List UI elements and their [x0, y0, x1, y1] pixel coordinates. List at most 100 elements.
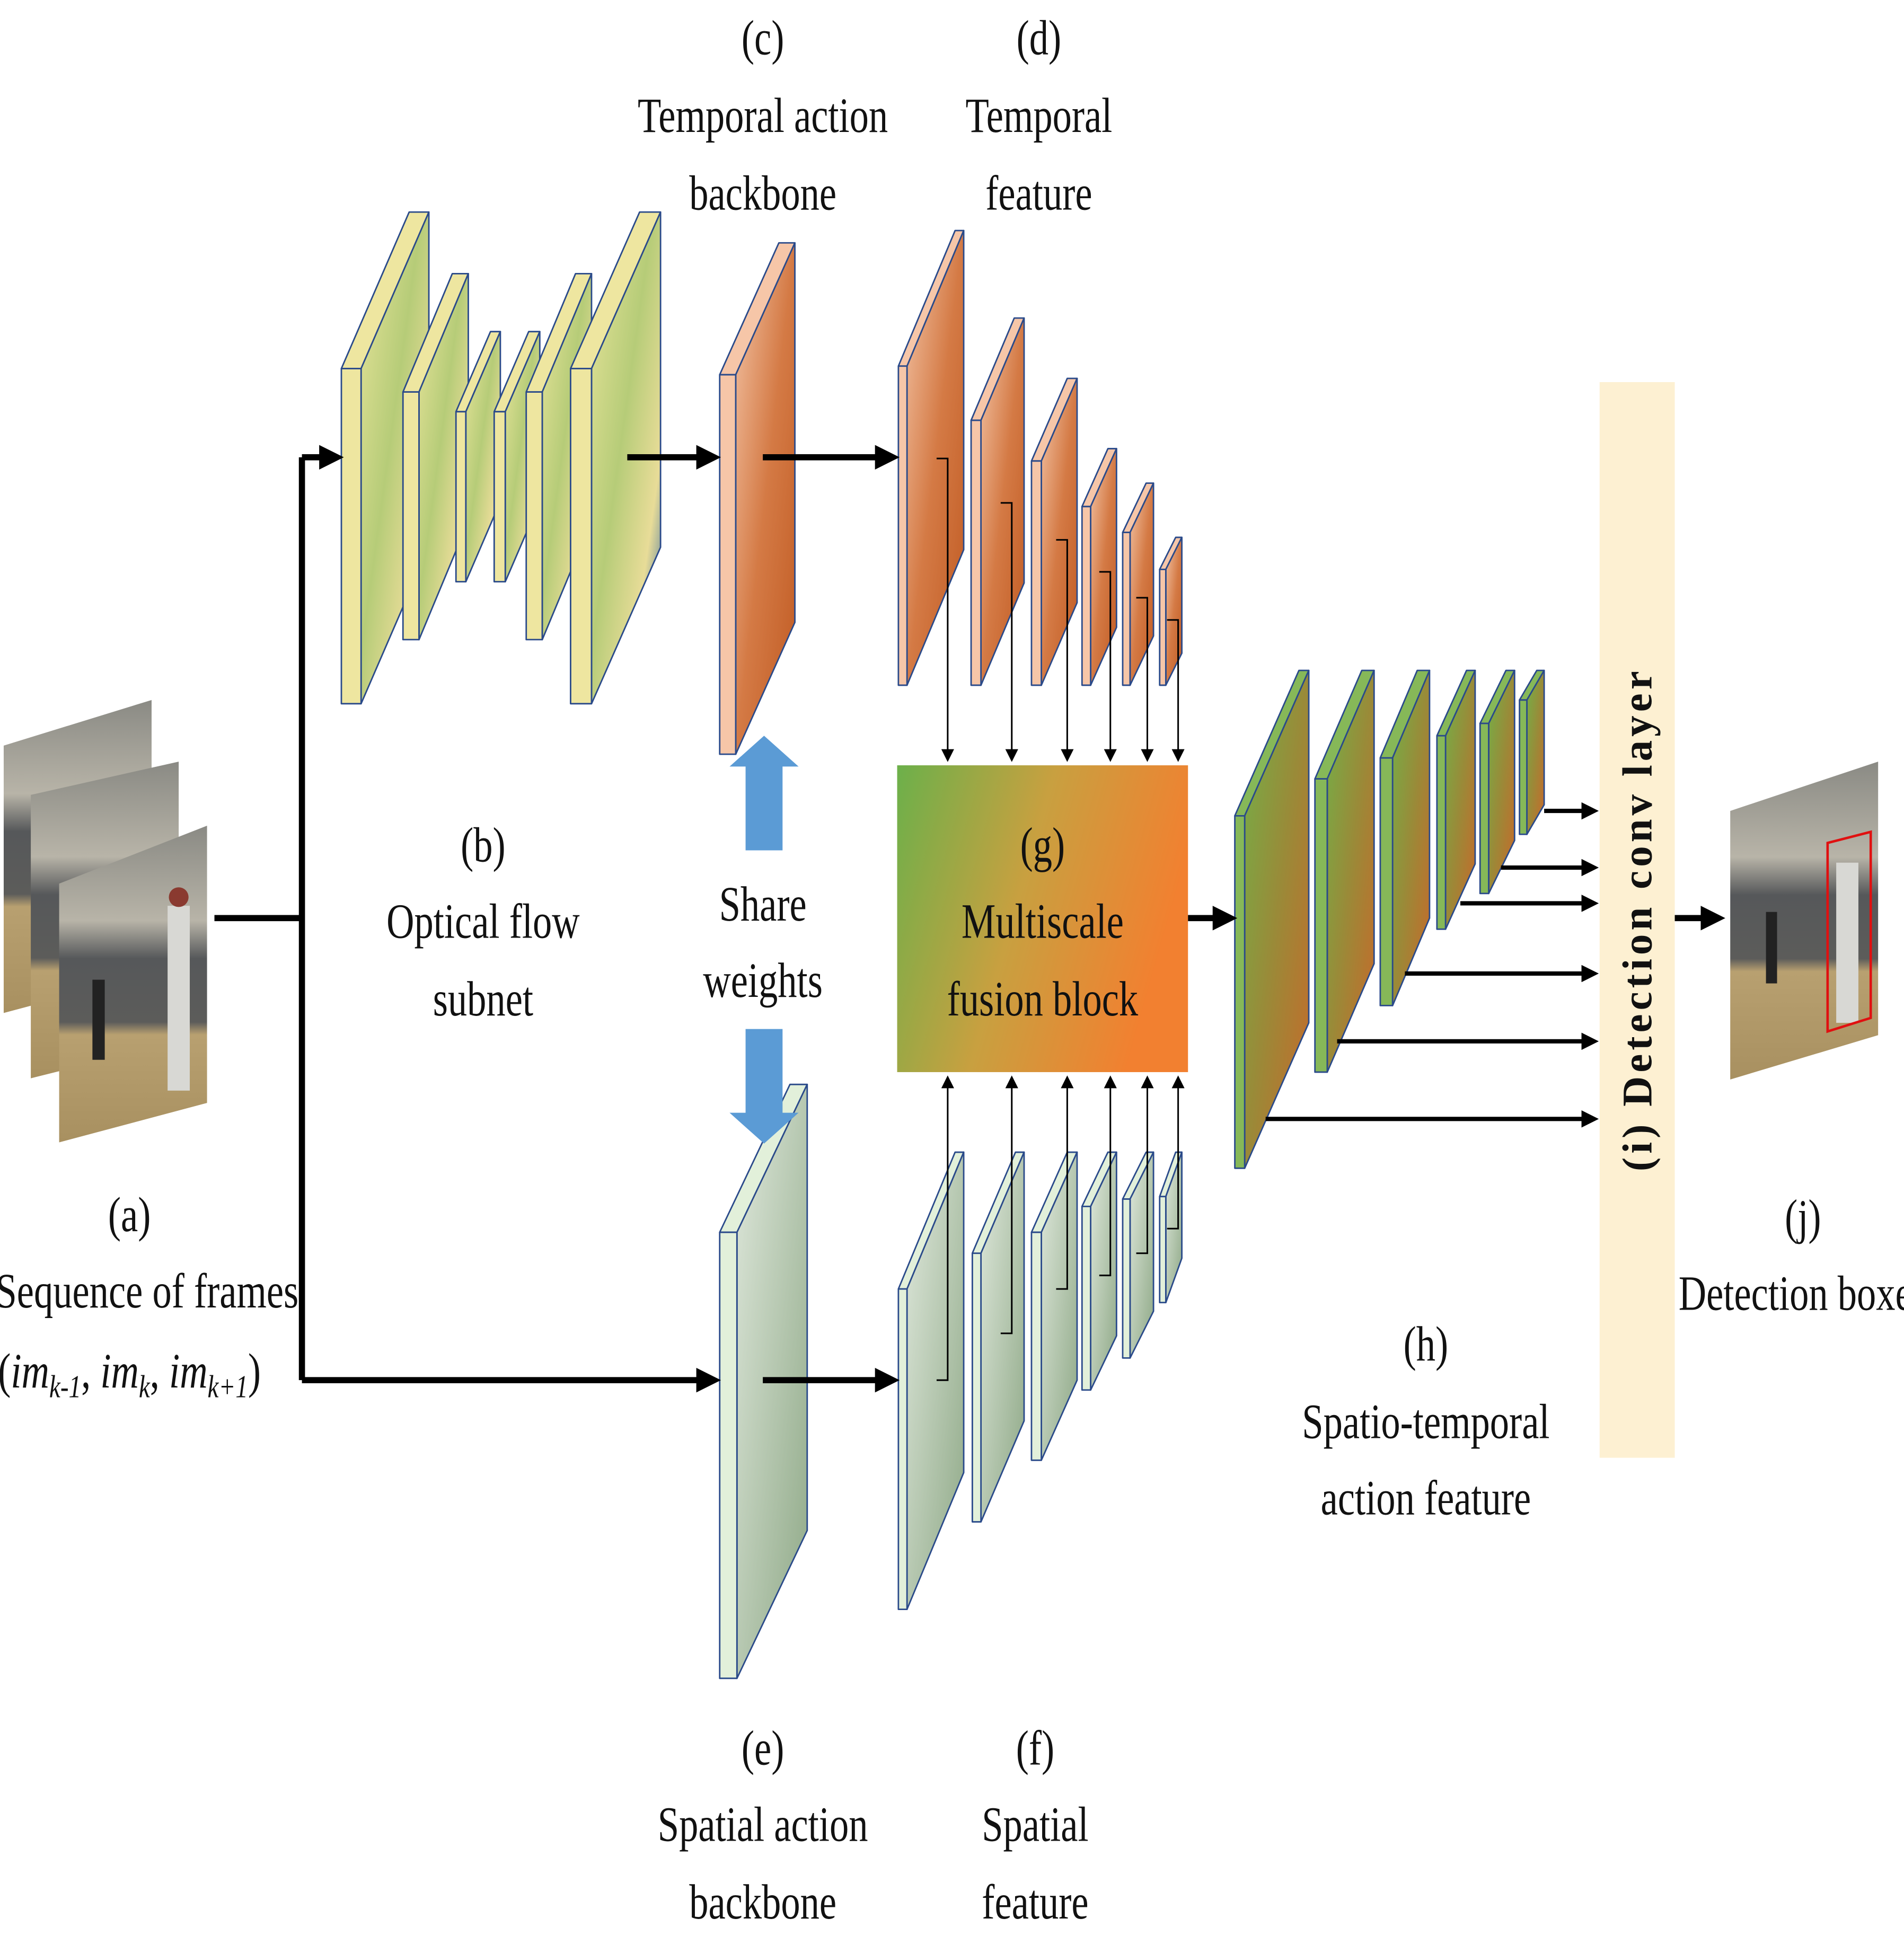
person-figure — [1836, 862, 1858, 1023]
layer-front-face — [1314, 778, 1328, 1073]
label-c-line2: backbone — [689, 166, 836, 221]
share-weights-up-arrow — [729, 736, 799, 851]
optical-flow-layer — [455, 331, 501, 583]
spatial-feature-layer — [897, 1151, 965, 1611]
spatio-temporal-feature-layer — [1436, 669, 1476, 930]
layer-front-face — [525, 391, 543, 641]
layer-side-face — [980, 1151, 1025, 1523]
person-figure — [1766, 912, 1777, 984]
layer-front-face — [1122, 532, 1131, 686]
layer-front-face — [570, 368, 593, 705]
label-h-line1: Spatio-temporal — [1302, 1395, 1549, 1449]
layer-front-face — [1081, 1205, 1091, 1391]
spatial-to-fusion-arrow — [1099, 1075, 1117, 1277]
layer-side-face — [980, 317, 1025, 686]
input-frames — [3, 700, 207, 1143]
temporal-feature-layer — [970, 317, 1025, 686]
labels: (c) Temporal action backbone (d) Tempora… — [0, 11, 1904, 1930]
label-d-line2: feature — [985, 166, 1092, 221]
label-d-line1: Temporal — [965, 89, 1112, 144]
label-c-tag: (c) — [742, 11, 784, 66]
label-b-tag: (b) — [461, 818, 506, 873]
label-e-tag: (e) — [742, 1721, 784, 1776]
spatio-temporal-feature-layer — [1379, 669, 1431, 1006]
label-f-line1: Spatial — [982, 1798, 1088, 1852]
person-figure — [168, 906, 190, 1091]
temporal-to-fusion-arrow — [1056, 539, 1074, 762]
spatial-feature-layer — [971, 1151, 1025, 1523]
label-b-line1: Optical flow — [386, 895, 580, 949]
label-a-tag: (a) — [108, 1188, 151, 1242]
label-f-tag: (f) — [1016, 1721, 1054, 1776]
layer-front-face — [1379, 757, 1394, 1006]
label-j-line1: Detection boxes — [1679, 1267, 1904, 1321]
label-h-line2: action feature — [1321, 1471, 1531, 1526]
layer-front-face — [1030, 460, 1042, 686]
layer-front-face — [970, 419, 982, 686]
label-b-line2: subnet — [433, 973, 533, 1027]
spatial-feature-layer — [1030, 1151, 1078, 1461]
layer-front-face — [1030, 1231, 1042, 1461]
layer-front-face — [897, 365, 908, 686]
label-g-line2: fusion block — [947, 973, 1139, 1027]
layer-front-face — [1159, 1196, 1167, 1304]
layer-side-face — [1326, 669, 1375, 1073]
temporal-to-fusion-arrow — [1099, 571, 1117, 762]
spatio-temporal-feature-layer — [1519, 669, 1545, 835]
label-e-line1: Spatial action — [658, 1798, 868, 1852]
label-g-tag: (g) — [1020, 818, 1065, 873]
spatio-temporal-feature-layer — [1234, 669, 1310, 1169]
layer-side-face — [1526, 669, 1545, 835]
layer-front-face — [1081, 506, 1091, 686]
spatial-to-fusion-arrow — [1056, 1075, 1074, 1290]
spatial-feature-layer — [1159, 1151, 1183, 1304]
label-share-line1: Share — [719, 878, 807, 932]
flow-arrows — [214, 445, 1725, 1393]
spatial-feature-layer — [1081, 1151, 1117, 1391]
label-f-line2: feature — [982, 1876, 1088, 1930]
layer-front-face — [1234, 815, 1246, 1169]
spatio-temporal-feature-layer — [1479, 669, 1515, 895]
spatial-feature-layer — [1122, 1151, 1154, 1359]
layer-front-face — [1479, 722, 1489, 895]
label-h-tag: (h) — [1404, 1318, 1449, 1372]
person-head — [169, 887, 189, 907]
spatial-to-fusion-arrow — [1136, 1075, 1154, 1254]
label-share-line2: weights — [703, 954, 823, 1009]
label-a-formula: (imk-1, imk, imk+1) — [0, 1345, 261, 1404]
detection-conv-layer-label: (i) Detection conv layer — [1615, 667, 1661, 1171]
temporal-feature-layer — [1030, 377, 1078, 686]
multiscale-fusion-block — [897, 765, 1188, 1072]
layer-front-face — [897, 1288, 908, 1611]
person-figure — [92, 979, 105, 1060]
detection-conv-layer — [1599, 382, 1675, 1458]
layer-side-face — [906, 229, 965, 686]
share-weights-down-arrow — [729, 1029, 799, 1144]
layer-front-face — [1436, 735, 1447, 930]
layer-front-face — [719, 374, 737, 755]
layer-side-face — [1244, 669, 1310, 1169]
layer-front-face — [455, 411, 467, 583]
detection-box — [1826, 830, 1872, 1033]
layer-front-face — [402, 391, 420, 641]
temporal-feature-layer — [897, 229, 965, 686]
optical-flow-layer — [570, 211, 662, 705]
label-j-tag: (j) — [1785, 1190, 1821, 1245]
temporal-to-fusion-arrow — [1000, 502, 1018, 762]
spatial-to-fusion-arrow — [936, 1075, 954, 1381]
spatio-temporal-feature-layer — [1314, 669, 1375, 1073]
layer-front-face — [1159, 568, 1167, 686]
layer-side-face — [906, 1151, 965, 1611]
layer-front-face — [719, 1231, 738, 1679]
temporal-backbone-layer — [719, 242, 796, 755]
layer-front-face — [1122, 1198, 1131, 1359]
layer-front-face — [340, 368, 362, 705]
label-e-line2: backbone — [689, 1876, 836, 1930]
label-a-line1: A Sequence of frames — [0, 1265, 298, 1319]
layer-front-face — [493, 411, 506, 583]
spatial-to-fusion-arrow — [1167, 1075, 1185, 1230]
label-c-line1: Temporal action — [638, 89, 888, 144]
temporal-feature-layer — [1122, 482, 1154, 686]
